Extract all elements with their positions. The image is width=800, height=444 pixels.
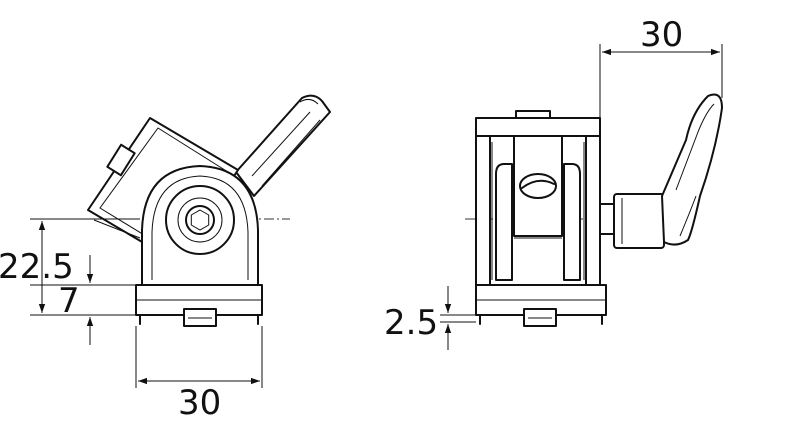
left-pivot — [165, 185, 235, 255]
right-lever — [661, 93, 723, 246]
right-inner-plates — [495, 135, 581, 281]
left-view: 22.5 7 30 — [0, 94, 331, 423]
right-side-cheeks — [475, 135, 601, 286]
right-pivot-shaft — [599, 193, 665, 249]
left-base — [135, 284, 263, 327]
dim-label-7: 7 — [58, 281, 80, 321]
right-dimensions — [440, 44, 723, 350]
right-center-nut — [519, 173, 557, 199]
right-view: 30 2.5 — [384, 15, 723, 350]
left-lever — [235, 94, 331, 197]
dim-label-right-30: 30 — [640, 15, 683, 55]
dim-label-22-5: 22.5 — [0, 247, 74, 287]
dim-label-2-5: 2.5 — [384, 303, 438, 343]
dim-label-left-30: 30 — [178, 383, 221, 423]
left-dimensions — [30, 218, 263, 388]
right-base — [475, 284, 607, 327]
right-top-plate — [475, 110, 601, 137]
